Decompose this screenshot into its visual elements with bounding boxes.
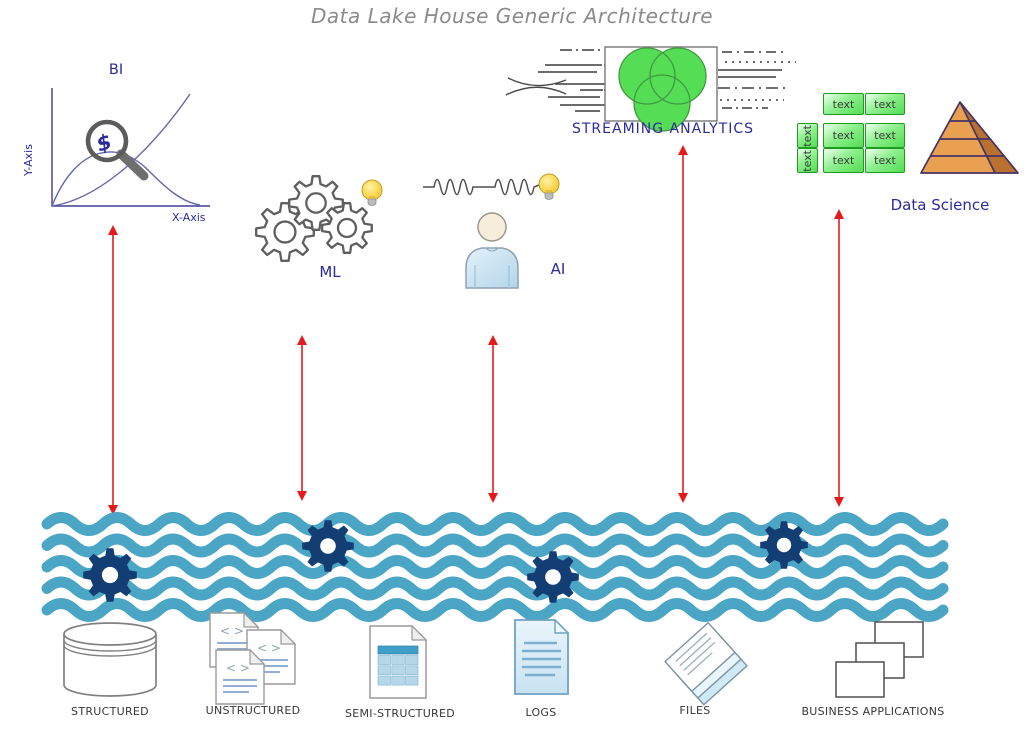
magnifying-glass-icon: $	[85, 119, 149, 181]
table-cell: text	[865, 148, 905, 173]
documents-icon: < > < > < >	[209, 611, 297, 705]
y-axis-label: Y-Axis	[22, 144, 35, 176]
code-glyph: < >	[257, 641, 281, 655]
source-label-business-applications: BUSINESS APPLICATIONS	[801, 705, 945, 718]
table-document-icon	[369, 624, 428, 699]
person-collar	[485, 247, 499, 252]
dollar-symbol: $	[93, 129, 114, 156]
wave-line	[41, 533, 949, 558]
gear-icon	[83, 548, 137, 602]
document-icon: < >	[215, 648, 266, 705]
signal-wave-icon	[423, 173, 560, 200]
pyramid-outline	[920, 101, 1019, 174]
person-head	[477, 212, 507, 242]
chart-curve-rising	[51, 93, 191, 207]
bidirectional-arrow	[297, 335, 307, 501]
wave-line	[41, 555, 949, 579]
table-cell-label: text	[801, 124, 814, 147]
stream-curve	[507, 77, 567, 87]
person-body	[465, 247, 519, 289]
cylinder-top	[63, 622, 157, 646]
bidirectional-arrow	[488, 335, 498, 503]
table-header-bar	[377, 645, 419, 655]
data-lake-wave-band	[41, 512, 949, 622]
ai-label: AI	[550, 260, 566, 278]
streaming-analytics-label: STREAMING ANALYTICS	[571, 121, 755, 137]
log-lines	[522, 641, 561, 677]
source-label-unstructured: UNSTRUCTURED	[205, 704, 301, 717]
table-grid	[377, 655, 419, 686]
bi-chart-icon: $	[51, 88, 210, 207]
ml-label: ML	[319, 263, 341, 281]
cylinder-ring	[63, 639, 157, 652]
wave-line	[41, 576, 949, 601]
paper-stack	[664, 621, 748, 706]
x-axis-label: X-Axis	[172, 211, 206, 224]
bidirectional-arrow	[834, 209, 844, 507]
cylinder-ring	[63, 644, 157, 657]
signal-line	[423, 178, 540, 196]
source-label-semi-structured: SEMI-STRUCTURED	[344, 707, 456, 720]
stream-curve	[505, 86, 567, 96]
folded-corner	[554, 618, 570, 634]
magnifier-lens	[85, 119, 129, 163]
gear-icon	[302, 520, 354, 572]
gear-icon	[321, 202, 373, 254]
pyramid-icon	[920, 101, 1019, 174]
code-glyph: < >	[226, 661, 250, 675]
wave-line	[41, 512, 949, 536]
data-science-label: Data Science	[890, 196, 990, 214]
table-cell: text	[797, 148, 818, 173]
wave-line	[41, 598, 949, 622]
source-label-structured: STRUCTURED	[71, 705, 149, 718]
gear-icon	[527, 551, 579, 603]
diagram-title: Data Lake House Generic Architecture	[310, 4, 714, 28]
bidirectional-arrow	[678, 145, 688, 503]
bidirectional-arrow	[108, 225, 118, 515]
table-cell: text	[797, 123, 818, 148]
table-cell: text	[865, 93, 905, 115]
chart-curve-arc	[51, 151, 201, 207]
pyramid-strata-lines	[930, 120, 1005, 157]
chart-axes	[51, 88, 210, 207]
stream-lines-right	[718, 51, 796, 109]
folded-corner	[411, 624, 428, 641]
magnifier-handle	[116, 149, 149, 181]
gear-icon	[760, 521, 808, 569]
table-cell: text	[823, 148, 864, 173]
venn-circles-icon	[618, 47, 707, 132]
table-cell-label: text	[801, 149, 814, 172]
person-icon	[465, 212, 519, 289]
table-cell: text	[823, 93, 864, 115]
source-label-logs: LOGS	[525, 706, 557, 719]
log-document-icon	[514, 618, 570, 695]
lightbulb-icon	[538, 173, 560, 200]
bi-label: BI	[108, 62, 124, 78]
code-glyph: < >	[220, 624, 244, 638]
paper-lines	[675, 632, 716, 676]
ml-gears-icon	[255, 175, 383, 262]
application-windows-icon	[835, 621, 924, 698]
lightbulb-icon	[361, 179, 383, 206]
database-icon	[63, 622, 157, 697]
table-cell: text	[823, 123, 864, 148]
app-window	[835, 661, 885, 698]
data-science-table: text text text text text text text text	[795, 88, 910, 180]
source-label-files: FILES	[679, 704, 711, 717]
table-cell: text	[865, 123, 905, 148]
files-stack-icon	[664, 621, 748, 706]
streaming-analytics-icon	[505, 46, 796, 132]
